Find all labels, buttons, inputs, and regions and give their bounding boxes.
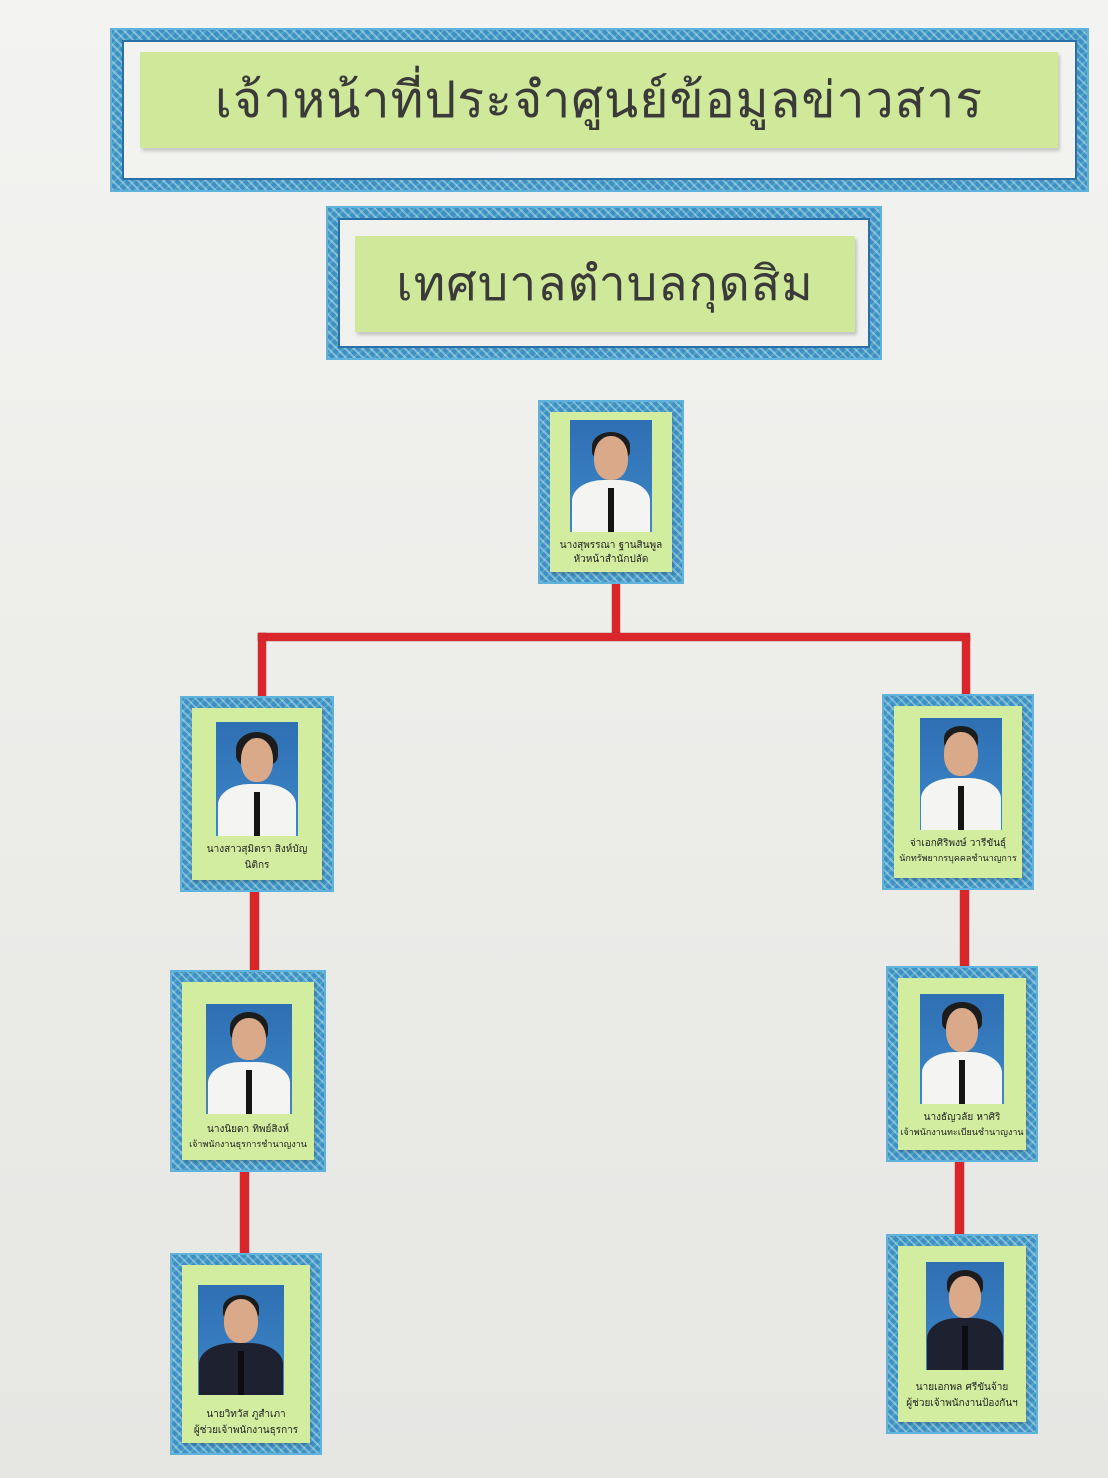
right-2-position: เจ้าพนักงานทะเบียนชำนาญงาน: [900, 1128, 1024, 1138]
left-3-name: นายวิทวัส ภูสำเภา: [206, 1409, 286, 1420]
left-3-card: นายวิทวัส ภูสำเภา ผู้ช่วยเจ้าพนักงานธุรก…: [182, 1265, 310, 1443]
right-1-card-frame: [884, 696, 1032, 888]
right-2-card-frame: [888, 968, 1036, 1160]
connector-left-2-3: [240, 1165, 249, 1260]
left-2-photo: [206, 1004, 292, 1114]
right-1-photo: [920, 718, 1002, 830]
head-card: นางสุพรรณา ฐานสินพูล หัวหน้าสำนักปลัด: [550, 412, 672, 572]
right-1-card: จ่าเอกศิริพงษ์ วารีขันธุ์ นักทรัพยากรบุค…: [894, 706, 1022, 878]
subtitle-frame: [328, 208, 880, 358]
right-3-card-frame: [888, 1236, 1036, 1432]
title-plate: เจ้าหน้าที่ประจำศูนย์ข้อมูลข่าวสาร: [140, 52, 1058, 148]
head-name: นางสุพรรณา ฐานสินพูล: [559, 540, 663, 551]
left-3-position: ผู้ช่วยเจ้าพนักงานธุรการ: [193, 1425, 299, 1436]
head-photo: [570, 420, 652, 532]
right-2-name: นางธัญวลัย หาศิริ: [923, 1112, 1001, 1123]
left-1-position: นิติกร: [244, 860, 270, 871]
left-2-name: นางนิยดา ทิพย์สิงห์: [207, 1124, 289, 1135]
left-2-position: เจ้าพนักงานธุรการชำนาญงาน: [189, 1140, 307, 1150]
left-2-card-frame: [172, 972, 324, 1170]
connector-head-down: [612, 578, 620, 640]
left-1-photo: [216, 722, 298, 836]
connector-horizontal: [258, 633, 970, 641]
right-2-card: นางธัญวลัย หาศิริ เจ้าพนักงานทะเบียนชำนา…: [898, 978, 1026, 1150]
connector-left-1-2: [250, 885, 259, 977]
left-1-card: นางสาวสุมิตรา สิงห์บัญ นิติกร: [192, 708, 322, 880]
right-3-card: นายเอกพล ศรีขันจ้าย ผู้ช่วยเจ้าพนักงานป้…: [898, 1246, 1026, 1422]
right-1-position: นักทรัพยากรบุคคลชำนาญการ: [899, 854, 1017, 864]
title-frame: [112, 30, 1087, 190]
right-1-name: จ่าเอกศิริพงษ์ วารีขันธุ์: [909, 838, 1007, 849]
left-2-card: นางนิยดา ทิพย์สิงห์ เจ้าพนักงานธุรการชำน…: [182, 982, 314, 1160]
right-3-position: ผู้ช่วยเจ้าพนักงานป้องกันฯ: [906, 1398, 1018, 1409]
subtitle-plate: เทศบาลตำบลกุดสิม: [355, 236, 855, 332]
connector-left-down: [258, 633, 266, 705]
left-1-name: นางสาวสุมิตรา สิงห์บัญ: [206, 844, 308, 855]
right-3-photo: [926, 1262, 1004, 1370]
right-3-name: นายเอกพล ศรีขันจ้าย: [915, 1382, 1009, 1393]
left-1-card-frame: [182, 698, 332, 890]
connector-right-2-3: [955, 1155, 964, 1247]
subtitle: เทศบาลตำบลกุดสิม: [396, 256, 814, 312]
main-title: เจ้าหน้าที่ประจำศูนย์ข้อมูลข่าวสาร: [214, 71, 984, 129]
head-position: หัวหน้าสำนักปลัด: [573, 554, 649, 565]
left-3-card-frame: [172, 1255, 320, 1453]
right-2-photo: [920, 994, 1004, 1104]
connector-right-down: [962, 637, 970, 705]
left-3-photo: [198, 1285, 284, 1395]
head-card-frame: [540, 402, 682, 582]
connector-right-1-2: [960, 882, 969, 972]
